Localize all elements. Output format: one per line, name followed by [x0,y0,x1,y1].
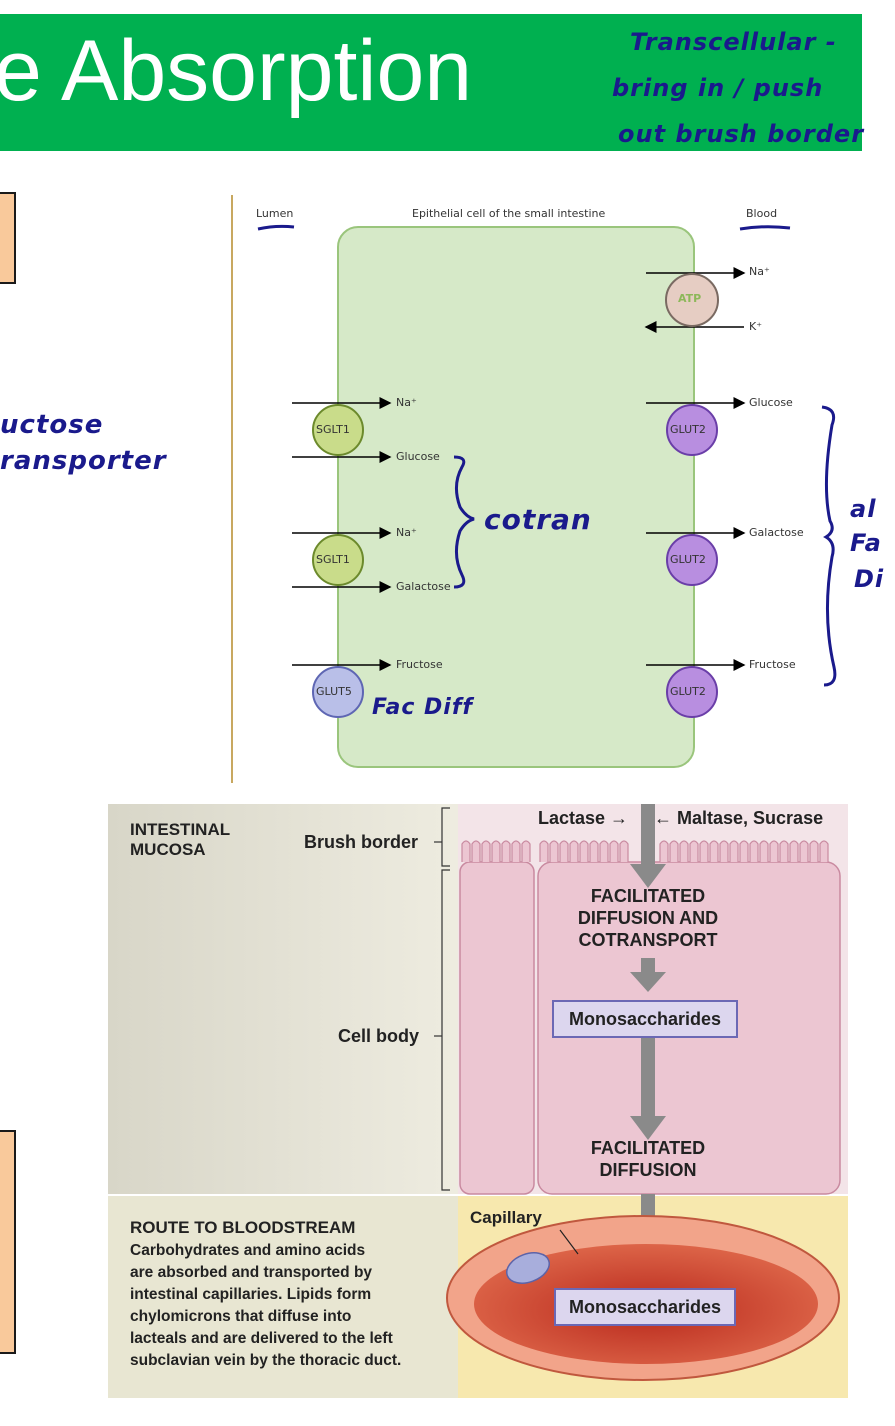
brush-border-label: Brush border [304,832,419,852]
glut2-label: GLUT2 [670,423,706,436]
cell-diagram-svg [257,224,837,768]
flow-arrows [630,804,666,1318]
intestinal-mucosa-figure: INTESTINAL MUCOSA Brush border Cell body… [108,804,848,1398]
handwritten-note: Fa [850,529,882,557]
divider [231,195,233,783]
capillary-nucleus [506,1252,550,1284]
monosaccharides-box: Monosaccharides [554,1288,736,1326]
glut5-label: GLUT5 [316,685,352,698]
handwritten-note: out brush border [618,120,865,148]
k-label: K⁺ [749,320,763,333]
facilitated-diffusion-cotransport-label: FACILITATED [590,886,706,906]
glut2-transporter [666,534,718,586]
na-label: Na⁺ [749,265,770,278]
atp-pump [665,273,719,327]
route-text: subclavian vein by the thoracic duct. [130,1352,402,1369]
sglt1-label: SGLT1 [316,553,350,566]
handwritten-note: al [850,495,877,523]
facilitated-diffusion-cotransport-label: DIFFUSION AND [577,908,719,928]
sglt1-transporter [312,534,364,586]
intestinal-mucosa-label: INTESTINAL [130,820,231,839]
galactose-label: Galactose [396,580,451,593]
epithelial-cell-left [459,861,535,1195]
blood-underline [739,225,791,231]
glut5-transporter [312,666,364,718]
sglt1-transporter [312,404,364,456]
epithelial-cell [337,226,695,768]
handwritten-note: Di [854,565,885,593]
handwritten-note: ransporter [0,446,167,476]
glucose-label: Glucose [396,450,440,463]
capillary-pointer [559,1229,579,1255]
facilitated-diffusion-label: DIFFUSION [599,1160,697,1180]
fructose-label: Fructose [749,658,796,671]
facilitated-diffusion-label: FACILITATED [590,1138,706,1158]
handwritten-note: Transcellular - [630,28,837,56]
capillary-label: Capillary [470,1208,542,1227]
glut2-transporter [666,404,718,456]
glut2-transporter [666,666,718,718]
epithelial-cell-diagram: Lumen Epithelial cell of the small intes… [234,195,894,785]
facilitated-diffusion-cotransport-label: COTRANSPORT [578,930,718,950]
handwritten-note: bring in / push [612,74,824,102]
cell-body-label: Cell body [338,1026,420,1046]
cell-body-bracket [441,869,450,1191]
monosaccharides-box: Monosaccharides [552,1000,738,1038]
route-title: ROUTE TO BLOODSTREAM [130,1218,356,1237]
maltase-sucrase-label: ← Maltase, Sucrase [654,808,824,828]
mucosa-left-panel [108,804,458,1194]
route-text: Carbohydrates and amino acids [130,1242,366,1259]
orange-box [0,1130,16,1354]
lumen-label: Lumen [256,207,294,220]
route-text: chylomicrons that diffuse into [130,1308,352,1325]
glut2-label: GLUT2 [670,685,706,698]
route-text: are absorbed and transported by [130,1264,373,1281]
brush-border-bracket [441,807,450,867]
sglt1-label: SGLT1 [316,423,350,436]
lumen-underline [257,224,295,231]
glut2-label: GLUT2 [670,553,706,566]
cell-title-label: Epithelial cell of the small intestine [412,207,606,220]
na-label: Na⁺ [396,526,417,539]
na-label: Na⁺ [396,396,417,409]
facilitated-brace [821,405,837,687]
title-bar [0,14,862,151]
handwritten-fac-diff: Fac Diff [372,695,473,720]
fructose-label: Fructose [396,658,443,671]
glucose-label: Glucose [749,396,793,409]
handwritten-note: uctose [0,410,104,440]
atp-label: ATP [678,292,702,305]
bloodstream-left-panel [108,1196,458,1398]
microvilli [461,840,829,862]
route-text: lacteals and are delivered to the left [130,1330,393,1347]
page-title: e Absorption [0,23,473,119]
cotran-brace [453,455,475,589]
lactase-label: Lactase → [538,808,629,828]
blood-label: Blood [746,207,778,220]
intestinal-mucosa-label: MUCOSA [130,840,206,859]
orange-box [0,192,16,284]
route-text: intestinal capillaries. Lipids form [130,1286,372,1303]
galactose-label: Galactose [749,526,804,539]
handwritten-cotran: cotran [484,503,592,536]
